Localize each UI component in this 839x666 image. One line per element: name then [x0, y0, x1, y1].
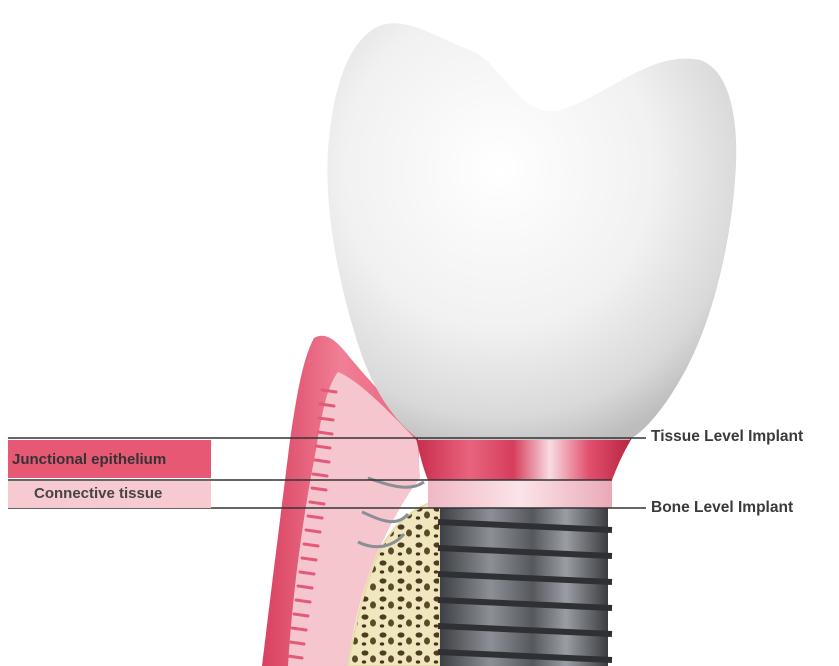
implant-collar — [416, 438, 632, 480]
implant-collar-lower — [428, 480, 612, 508]
connective-tissue-label: Connective tissue — [34, 485, 162, 502]
connective-tissue-band: Connective tissue — [8, 481, 211, 508]
crown — [327, 23, 736, 440]
junctional-epithelium-band: Junctional epithelium — [8, 440, 211, 478]
bone-level-implant-label: Bone Level Implant — [651, 499, 793, 517]
tissue-level-implant-label: Tissue Level Implant — [651, 428, 803, 446]
junctional-epithelium-label: Junctional epithelium — [12, 451, 166, 468]
implant-threads — [438, 505, 612, 666]
